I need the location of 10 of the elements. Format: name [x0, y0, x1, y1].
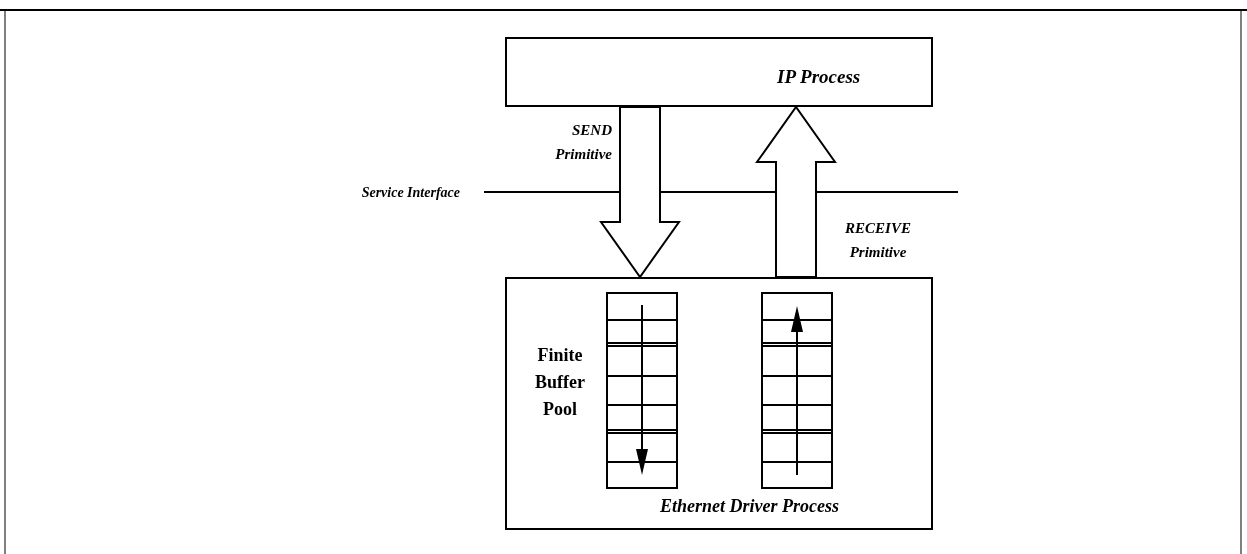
process-title: IP Process	[777, 65, 861, 89]
block-arrow	[599, 106, 681, 279]
block-arrow	[755, 105, 837, 278]
buffer-pool-label: Finite Buffer Pool	[534, 344, 586, 421]
edge-label: SEND Primitive	[554, 121, 612, 164]
process-title: Ethernet Driver Process	[660, 495, 839, 518]
process-box	[505, 37, 933, 107]
edge-label: RECEIVE Primitive	[844, 219, 912, 262]
process-box	[505, 277, 933, 530]
interface-label: Service Interface	[360, 184, 460, 202]
